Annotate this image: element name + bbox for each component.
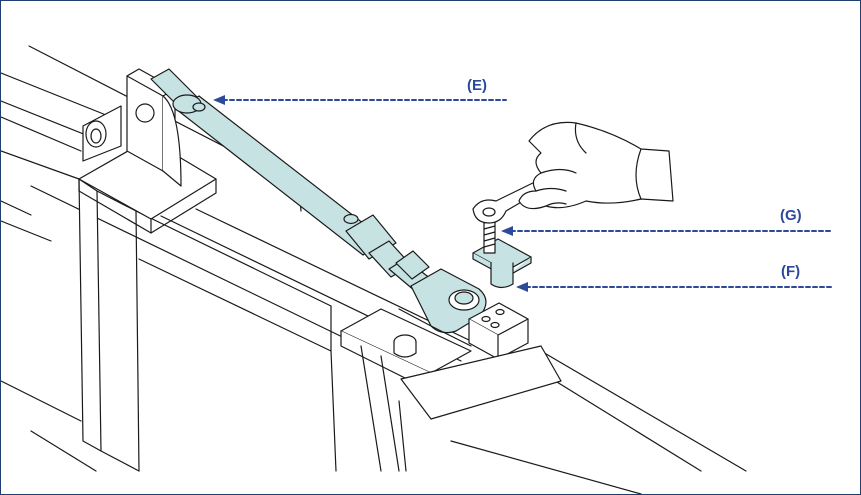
lower-mount-block [468,302,529,360]
callout-leaders [222,99,834,288]
left-mount-bracket [78,68,217,234]
arrowhead-e [213,95,225,105]
hydraulic-cylinder [150,68,432,292]
callout-label-e: (E) [467,77,487,94]
callout-label-g: (G) [780,207,802,224]
frame-uprights [78,178,337,472]
arrowhead-f [516,282,528,292]
arrowhead-g [501,226,513,236]
callout-arrowheads [213,95,528,292]
lower-bracket [340,308,562,472]
hand-with-wrench-icon [472,121,674,224]
callout-label-f: (F) [781,263,801,280]
